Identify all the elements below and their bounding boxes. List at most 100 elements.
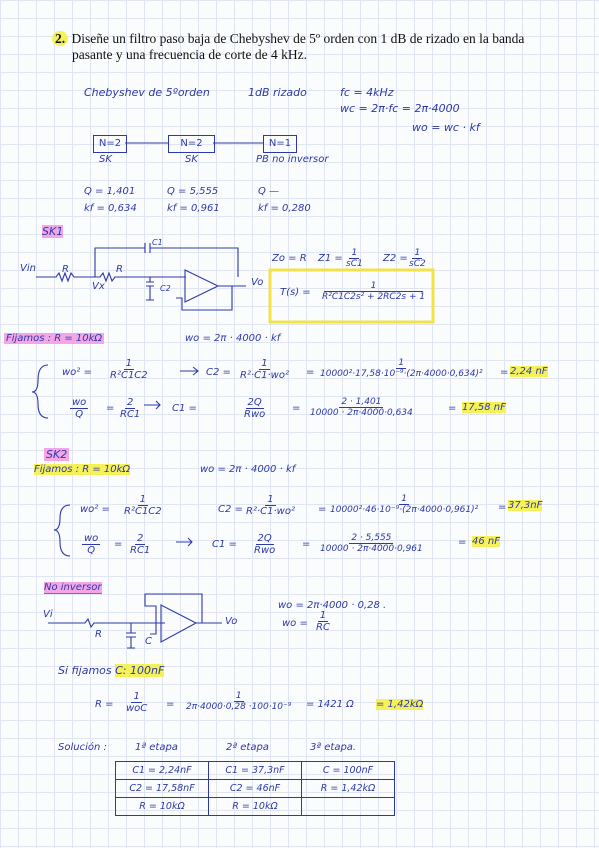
sk2-eq2-eqsign: = xyxy=(114,539,123,550)
noinv-r-val: = 1421 Ω xyxy=(306,699,354,710)
sk1-r2: R xyxy=(116,264,123,275)
noinv-r-mden: 2π·4000·0,28 ·100·10⁻⁹ xyxy=(186,702,292,712)
sk1-eq2-mid: C1 = xyxy=(172,403,197,414)
sk2-eq1-num: 1 xyxy=(137,494,149,506)
sk2-eq2-lhs-num: wo xyxy=(82,533,101,545)
solution-table: C1 = 2,24nF C1 = 37,3nF C = 100nF C2 = 1… xyxy=(115,761,395,816)
table-row: R = 10kΩ R = 10kΩ xyxy=(115,797,395,816)
sk1-vin: Vin xyxy=(20,263,36,274)
sk2-eq2-res: 46 nF xyxy=(472,536,500,547)
sk1-eq2-num: 2 xyxy=(124,397,136,409)
table-cell: C2 = 46nF xyxy=(208,779,302,798)
sk2-eq2-rnum: 2 · 5,555 xyxy=(349,533,394,544)
noinv-r-mnum: 1 xyxy=(233,691,244,702)
table-cell: C1 = 37,3nF xyxy=(208,761,302,780)
noinv-wo2: wo = xyxy=(282,618,308,629)
param-1-q: Q = 1,401 xyxy=(84,186,136,197)
sk2-eq1-mnum: 1 xyxy=(265,494,276,506)
sk2-eq1-mden: R²·C1·wo² xyxy=(246,506,295,517)
sk2-eq1-res: 37,3nF xyxy=(508,500,543,511)
sk2-eq1-rden: 10000²·46·10⁻⁹·(2π·4000·0,961)² xyxy=(330,505,479,515)
sk1-z2-den: sC2 xyxy=(409,259,426,269)
sk1-eq2-res: 17,58 nF xyxy=(462,402,506,413)
sk1-eq2-den: RC1 xyxy=(120,409,141,420)
header-title: Chebyshev de 5ºorden xyxy=(84,86,210,99)
noinv-title: No inversor xyxy=(44,582,102,594)
sk2-eq1-eq: = xyxy=(318,504,327,515)
sk2-eq2-eq2: = xyxy=(302,539,311,550)
noinv-wo1: wo = 2π·4000 · 0,28 . xyxy=(278,600,387,611)
sk1-eq1-mid: C2 = xyxy=(206,367,231,378)
table-cell: R = 10kΩ xyxy=(208,797,302,816)
problem-line1: Diseñe un filtro paso baja de Chebyshev … xyxy=(71,31,525,46)
sk1-vo: Vo xyxy=(251,277,264,288)
sk1-eq1-eq: = xyxy=(306,367,315,378)
sk1-eq1-lhs: wo² = xyxy=(62,367,92,378)
noinv-wo2-num: 1 xyxy=(317,610,329,622)
sk1-c2: C2 xyxy=(160,284,171,293)
sk1-z2: Z2 = xyxy=(383,253,408,264)
table-row: C2 = 17,58nF C2 = 46nF R = 1,42kΩ xyxy=(115,779,395,798)
sk1-tf-num: 1 xyxy=(324,281,424,292)
sk1-eq2-rnum: 2 · 1,401 xyxy=(339,397,384,408)
sk2-title: SK2 xyxy=(44,448,70,461)
sk1-tf-lhs: T(s) = xyxy=(280,287,311,298)
sk1-eq2-mden: Rwo xyxy=(244,409,266,420)
sk2-eq2-lhs-den: Q xyxy=(87,545,96,556)
noinv-r-res-text: = 1,42kΩ xyxy=(376,699,424,710)
sk1-eq1-res-text: 2,24 nF xyxy=(510,366,548,377)
header-wc: wc = 2π·fc = 2π·4000 xyxy=(340,102,460,115)
block-2: N=2 xyxy=(168,135,215,153)
param-3-kf: kf = 0,280 xyxy=(258,203,311,214)
noinv-r-res: = 1,42kΩ xyxy=(376,699,424,710)
sk1-eq2-res-text: 17,58 nF xyxy=(462,402,506,413)
sk1-fix-text: Fijamos : R = 10kΩ xyxy=(4,333,105,344)
sk1-eq1-rnum: 1 xyxy=(396,358,407,369)
noinv-r-eq: = xyxy=(166,699,175,710)
header-wo: wo = wc · kf xyxy=(412,121,480,134)
sk2-wo: wo = 2π · 4000 · kf xyxy=(200,464,296,475)
sk2-fix-text: Fijamos : R = 10kΩ xyxy=(34,464,131,475)
sk1-eq2-eq2: = xyxy=(292,403,301,414)
table-cell: C1 = 2,24nF xyxy=(115,761,209,780)
block-1-label: SK xyxy=(99,154,112,165)
sk2-eq2-mden: Rwo xyxy=(254,545,276,556)
noinv-fix: Si fijamos C: 100nF xyxy=(58,664,165,677)
problem-line2: pasante y una frecuencia de corte de 4 k… xyxy=(72,47,308,62)
problem-statement: 2. Diseñe un filtro paso baja de Chebysh… xyxy=(52,31,572,63)
table-cell: R = 10kΩ xyxy=(115,797,209,816)
sk2-eq1-rnum: 1 xyxy=(399,494,409,505)
param-2-q: Q = 5,555 xyxy=(167,186,219,197)
block-3-label: PB no inversor xyxy=(256,154,329,165)
sk1-eq2-lhs-den: Q xyxy=(75,409,84,420)
sk1-title: SK1 xyxy=(42,225,64,238)
sk2-title-text: SK2 xyxy=(44,448,70,461)
noinv-r-num: 1 xyxy=(131,691,142,703)
sk2-eq1-eq2: = xyxy=(498,502,507,513)
sk1-eq2-eq3: = xyxy=(448,403,457,414)
sk1-eq1-mden: R²·C1·wo² xyxy=(240,370,289,381)
sk1-tf-den: R²C1C2s² + 2RC2s + 1 xyxy=(322,292,426,302)
sk1-z2-num: 1 xyxy=(412,248,423,259)
sk2-eq2-den: RC1 xyxy=(130,545,151,556)
param-3-q: Q — xyxy=(258,186,280,197)
table-cell: C2 = 17,58nF xyxy=(115,779,209,798)
table-cell: R = 1,42kΩ xyxy=(301,779,395,798)
noinv-vo: Vo xyxy=(225,616,238,627)
sk1-c1: C1 xyxy=(152,238,163,247)
problem-number: 2. xyxy=(52,31,69,46)
sk1-vx: Vx xyxy=(92,281,105,292)
table-cell: C = 100nF xyxy=(301,761,395,780)
